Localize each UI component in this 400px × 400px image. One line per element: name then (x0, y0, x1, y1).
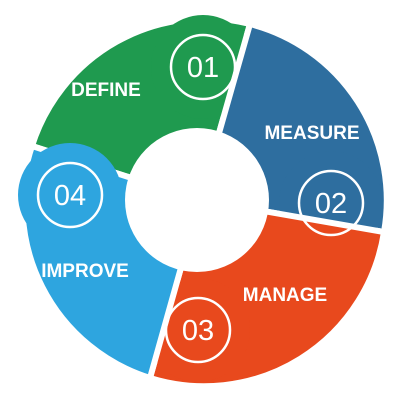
badge-ring-02 (297, 169, 365, 237)
step-badge-03: 03 (164, 296, 232, 364)
step-badge-01: 01 (169, 33, 237, 101)
center-hub (125, 128, 269, 272)
step-number-01: 01 (187, 52, 219, 84)
step-number-03: 03 (182, 315, 214, 347)
step-label-define: DEFINE (71, 80, 141, 101)
badge-ring-03 (164, 296, 232, 364)
step-badge-04: 04 (36, 161, 104, 229)
step-label-manage: MANAGE (243, 285, 327, 306)
step-label-measure: MEASURE (264, 123, 359, 144)
step-number-04: 04 (54, 180, 86, 212)
step-label-improve: IMPROVE (41, 261, 129, 282)
step-badge-02: 02 (297, 169, 365, 237)
segment-improve-lobe (18, 143, 122, 247)
step-number-02: 02 (315, 188, 347, 220)
badge-ring-04 (36, 161, 104, 229)
badge-ring-01 (169, 33, 237, 101)
